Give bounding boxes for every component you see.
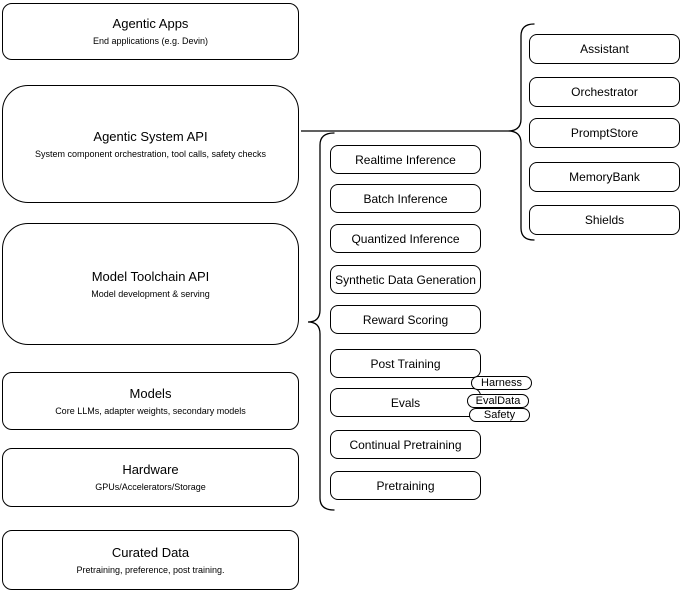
box-title: Agentic Apps bbox=[112, 16, 189, 31]
box-title: Hardware bbox=[122, 462, 179, 477]
component-box-assistant: Assistant bbox=[529, 34, 680, 64]
component-box-orchestrator: Orchestrator bbox=[529, 77, 680, 107]
hardware-box: Hardware GPUs/Accelerators/Storage bbox=[2, 448, 299, 507]
component-box-post-training: Post Training bbox=[330, 349, 481, 378]
box-title: Models bbox=[129, 385, 172, 401]
box-subtitle: Core LLMs, adapter weights, secondary mo… bbox=[55, 405, 246, 416]
component-box-batch-inference: Batch Inference bbox=[330, 184, 481, 213]
component-box-quantized-inference: Quantized Inference bbox=[330, 224, 481, 253]
component-box-pretraining: Pretraining bbox=[330, 471, 481, 500]
component-box-shields: Shields bbox=[529, 205, 680, 235]
box-subtitle: End applications (e.g. Devin) bbox=[92, 36, 209, 46]
curated-data-box: Curated Data Pretraining, preference, po… bbox=[2, 530, 299, 590]
box-subtitle: System component orchestration, tool cal… bbox=[34, 148, 267, 159]
component-box-continual-pretraining: Continual Pretraining bbox=[330, 430, 481, 459]
evals-tag-safety: Safety bbox=[469, 408, 530, 422]
component-box-realtime-inference: Realtime Inference bbox=[330, 145, 481, 174]
models-box: Models Core LLMs, adapter weights, secon… bbox=[2, 372, 299, 430]
agentic-apps-box: Agentic Apps End applications (e.g. Devi… bbox=[2, 3, 299, 60]
evals-tag-harness: Harness bbox=[471, 376, 532, 390]
box-title: Model Toolchain API bbox=[91, 268, 210, 284]
box-title: Curated Data bbox=[111, 544, 190, 560]
box-subtitle: GPUs/Accelerators/Storage bbox=[95, 482, 206, 492]
component-box-evals: Evals bbox=[330, 388, 481, 417]
component-box-memorybank: MemoryBank bbox=[529, 162, 680, 192]
agentic-system-api-box: Agentic System API System component orch… bbox=[2, 85, 299, 203]
component-box-synthetic-data-generation: Synthetic Data Generation bbox=[330, 265, 481, 294]
component-box-promptstore: PromptStore bbox=[529, 118, 680, 148]
component-box-reward-scoring: Reward Scoring bbox=[330, 305, 481, 334]
box-title: Agentic System API bbox=[93, 128, 208, 144]
box-subtitle: Pretraining, preference, post training. bbox=[76, 564, 225, 575]
model-toolchain-api-box: Model Toolchain API Model development & … bbox=[2, 223, 299, 345]
evals-tag-evaldata: EvalData bbox=[467, 394, 529, 408]
box-subtitle: Model development & serving bbox=[91, 288, 210, 299]
